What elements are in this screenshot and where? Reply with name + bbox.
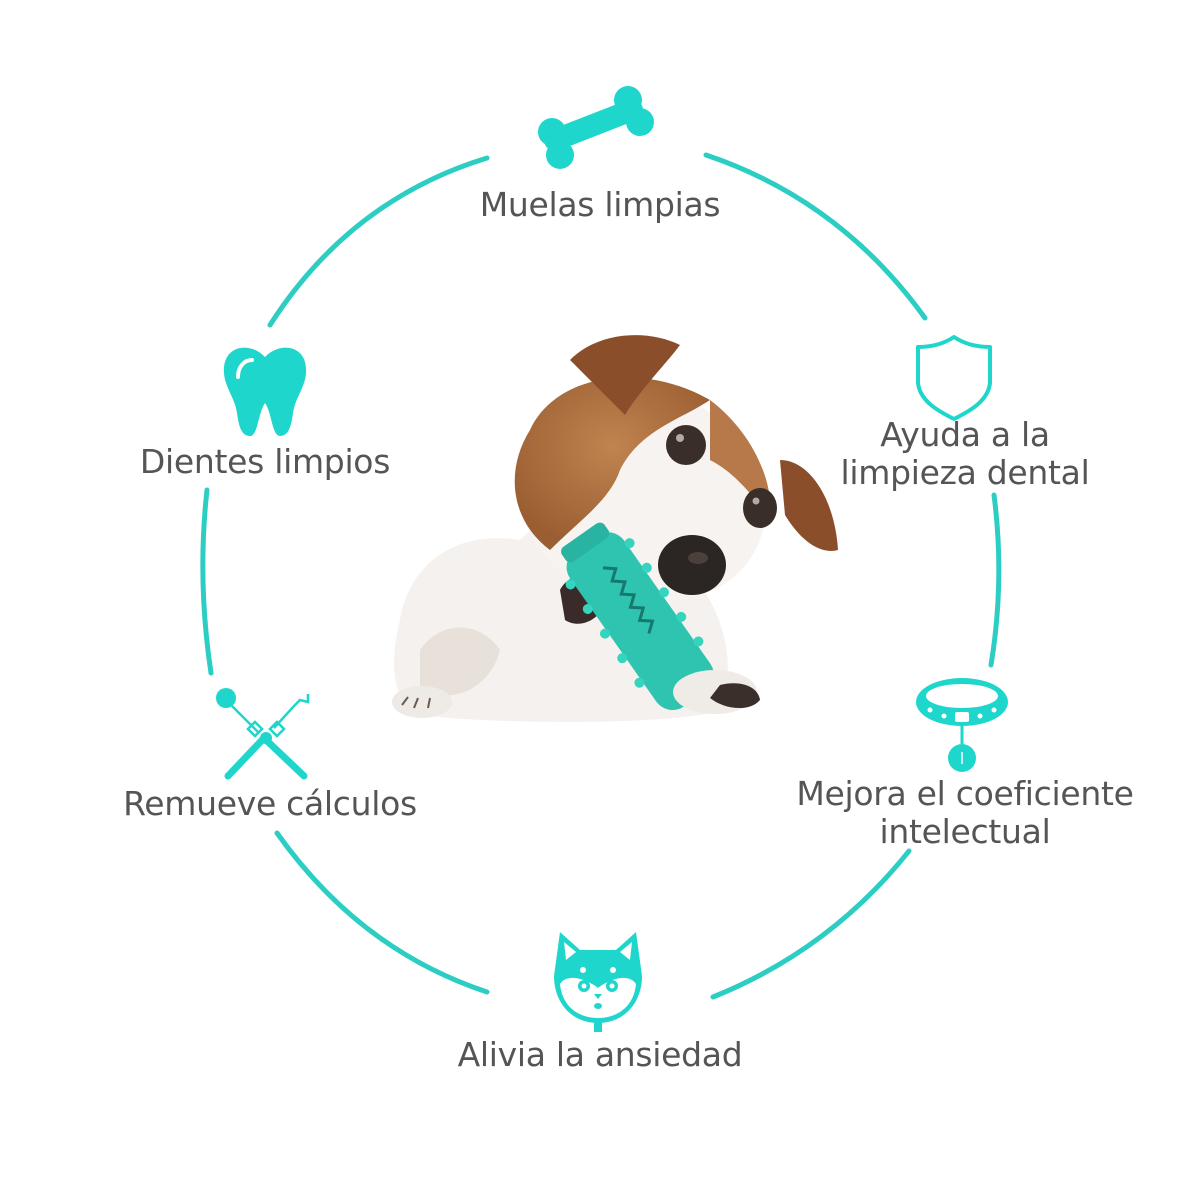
- arc-top-right: [703, 152, 928, 321]
- benefit-label-upper-left: Dientes limpios: [139, 442, 391, 481]
- benefit-label-bottom: Alivia la ansiedad: [457, 1035, 743, 1074]
- arc-bottom-right: [710, 848, 912, 1000]
- tooth-icon: [223, 347, 307, 436]
- shiba-dog-face-icon: [554, 932, 642, 1032]
- dental-tools-icon: [216, 688, 310, 780]
- arc-right: [988, 492, 1002, 668]
- arc-bottom-left: [274, 830, 490, 995]
- benefit-label-top: Muelas limpias: [479, 185, 721, 224]
- benefit-label-upper-right: Ayuda a la limpieza dental: [840, 415, 1090, 492]
- dog-with-chew-toy-image: [392, 335, 838, 722]
- arc-top-left: [267, 155, 490, 328]
- shield-icon: [916, 335, 992, 421]
- benefit-label-lower-right: Mejora el coeficiente intelectual: [796, 774, 1134, 851]
- arc-left: [200, 487, 214, 676]
- bone-icon: [538, 86, 654, 169]
- dog-collar-icon: [916, 678, 1008, 772]
- benefit-label-lower-left: Remueve cálculos: [123, 784, 417, 823]
